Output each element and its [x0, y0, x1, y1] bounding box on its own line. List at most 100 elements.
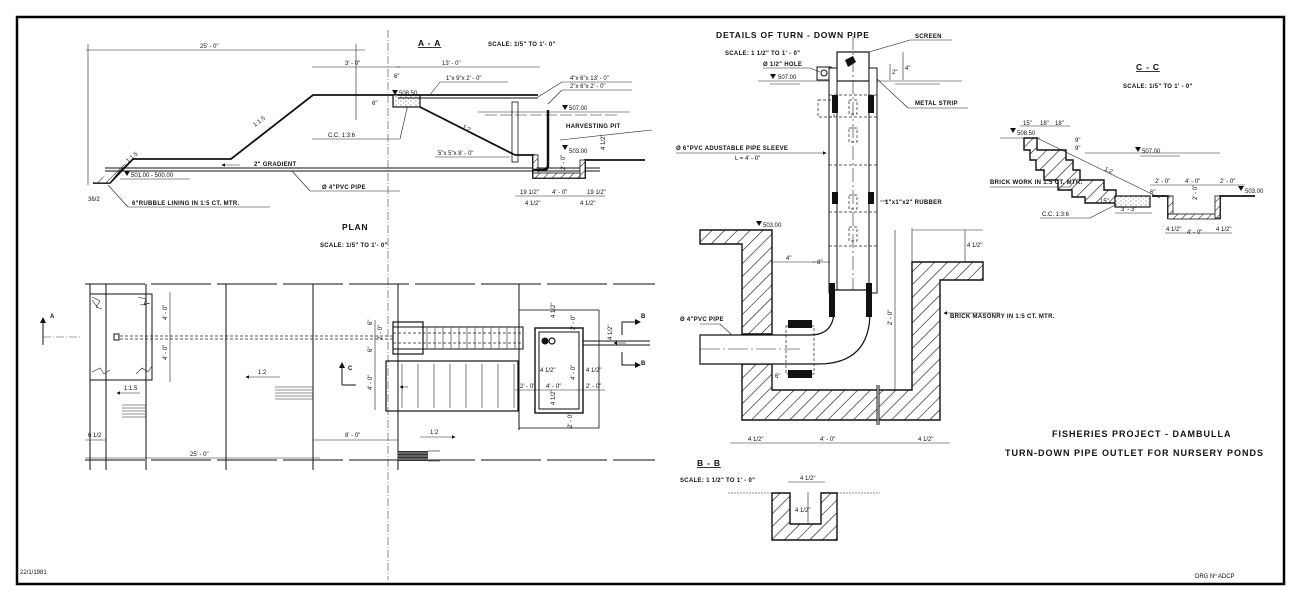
dim-4half-3: 4 1/2": [540, 368, 555, 374]
harvesting-pit-label: HARVESTING PIT: [566, 124, 620, 130]
hidden-outline: [848, 127, 858, 143]
slope-hatch: [398, 450, 440, 462]
dim-4in: 4": [905, 66, 910, 72]
level-top: 508.50: [399, 91, 418, 97]
rubber-block: [868, 95, 874, 113]
rubber-block: [832, 192, 838, 204]
level-water: 507.00: [569, 106, 588, 112]
pit-outer: [534, 327, 584, 414]
rubber-block: [868, 192, 874, 204]
level-marker-icon: [562, 145, 568, 150]
title-block: FISHERIES PROJECT - DAMBULLA TURN-DOWN P…: [20, 429, 1263, 580]
plank3-label: 2"x 6"x 2' - 0": [570, 84, 606, 90]
rubble-mark: [135, 365, 153, 375]
brickwork-label: BRICK WORK IN 1:5 CT. MTR.: [990, 180, 1082, 186]
cc-label: C.C. 1:3:6: [328, 133, 356, 139]
dim-4half-2: 4 1/2": [608, 325, 614, 340]
flange-bolts: [788, 370, 812, 378]
dim-sub-right: 4 1/2": [580, 201, 595, 207]
pit-floor: [532, 172, 586, 179]
level-base-td: 503.00: [763, 223, 782, 229]
level-marker-icon: [756, 221, 762, 226]
section-aa-scale: SCALE: 1/5" TO 1'- 0": [488, 42, 556, 48]
step-lines: [401, 364, 515, 408]
flange-bolts: [788, 320, 812, 328]
b-4half-1: 4 1/2": [1166, 227, 1181, 233]
dim-bot-left: 4 1/2": [748, 437, 763, 443]
dim-8in: ~ 8": [812, 260, 823, 266]
dim-2c: 2' - 0": [520, 384, 535, 390]
dim-6b: 6": [368, 347, 374, 352]
rubble-mark: [91, 367, 111, 375]
dim-2ft-td: 2' - 0": [888, 310, 894, 325]
dim-4d-v: 4' - 0": [571, 365, 577, 380]
turn-down-scale: SCALE: 1 1/2" TO 1' - 0": [725, 51, 800, 57]
bb-channel: [771, 492, 838, 541]
dim-2e: 2' - 0": [568, 413, 574, 428]
rubber-label: 1"x1"x2" RUBBER: [885, 200, 942, 206]
pipe-label-td: Ø 4"PVC PIPE: [680, 317, 724, 323]
level-pit: 503.00: [569, 149, 588, 155]
dim-6in-b: 6": [372, 101, 377, 107]
dim-6-cc: 6": [1150, 190, 1155, 196]
level-marker-icon: [1010, 128, 1016, 133]
steps: [385, 360, 519, 412]
screen-label: SCREEN: [915, 34, 942, 40]
dim-4a: 4' - 0": [163, 305, 169, 320]
hidden-outline: [848, 226, 858, 242]
slope-cc: 1:2: [1103, 166, 1114, 175]
dim-40: 4' - 0": [1185, 179, 1200, 185]
pipe-fitting: [541, 337, 549, 345]
level-marker-icon: [562, 105, 568, 110]
dim-6in-td: 6": [775, 374, 780, 380]
sleeve-length: L = 4' - 0": [735, 156, 760, 162]
section-aa: A - A SCALE: 1/5" TO 1'- 0" 25' - 0" 3' …: [86, 30, 653, 580]
masonry-label: BRICK MASONRY IN 1:5 CT. MTR.: [950, 314, 1055, 320]
level-water-cc: 507.00: [1142, 149, 1161, 155]
step-18a: 18": [1040, 121, 1049, 127]
slope-inner: 1:2: [461, 124, 472, 133]
dim-4half: 4 1/2": [601, 135, 607, 150]
dim-2in: 2": [892, 70, 897, 76]
dim-4half-4: 4 1/2": [551, 390, 557, 405]
sheet-border: [15, 15, 1286, 586]
plan-title: PLAN: [342, 222, 368, 232]
leader-line: [537, 81, 563, 98]
walkway: [392, 326, 524, 350]
dim-4half-top: 4 1/2": [967, 243, 982, 249]
rubble-mark: [137, 296, 151, 306]
leader-line: [547, 89, 563, 105]
plan-scale: SCALE: 1/5" TO 1'- 0": [320, 243, 388, 249]
step-18b: 18": [1055, 121, 1064, 127]
project-title: FISHERIES PROJECT - DAMBULLA: [1052, 429, 1232, 439]
section-c-marker: C: [348, 366, 353, 372]
dim-bottom-mid: 4' - 0": [552, 190, 567, 196]
slope-hatch: [122, 404, 146, 418]
toe-box: [89, 293, 153, 381]
section-b-arrow-icon: [621, 352, 641, 368]
turn-down-pipe: [533, 110, 550, 172]
slope-2: 1:2: [258, 370, 267, 376]
post-label: 5"x 5"x 8' - 0": [438, 151, 474, 157]
dim-20b: 2' - 0": [1220, 179, 1235, 185]
leader-line: [875, 77, 909, 109]
dim-v2: 2' - 0": [1193, 185, 1199, 200]
leader-line: [719, 323, 733, 336]
hole-circle: [820, 69, 828, 77]
leader-line: [809, 67, 821, 73]
brick-wall-left: [699, 229, 773, 335]
section-cc-scale: SCALE: 1/5" TO 1' - 0": [1123, 84, 1193, 90]
slope-1: 1:1.5: [124, 386, 138, 392]
rubble-label: 6"RUBBLE LINING IN 1:5 CT. MTR.: [132, 201, 240, 207]
level-top-cc: 508.50: [1017, 131, 1036, 137]
dim-4half-5: 4 1/2": [586, 368, 601, 374]
bb-width: 4 1/2": [800, 476, 815, 482]
dim-13ft: 13' - 0": [442, 61, 461, 67]
sleeve-label: Ø 6"PVC ADUSTABLE PIPE SLEEVE: [676, 146, 788, 152]
leader-line: [399, 103, 409, 140]
rubble-mark: [91, 296, 103, 310]
section-bb-title: B - B: [697, 458, 721, 468]
drawing-date: 22/1/1981: [20, 570, 47, 576]
leader-line: [429, 81, 441, 96]
